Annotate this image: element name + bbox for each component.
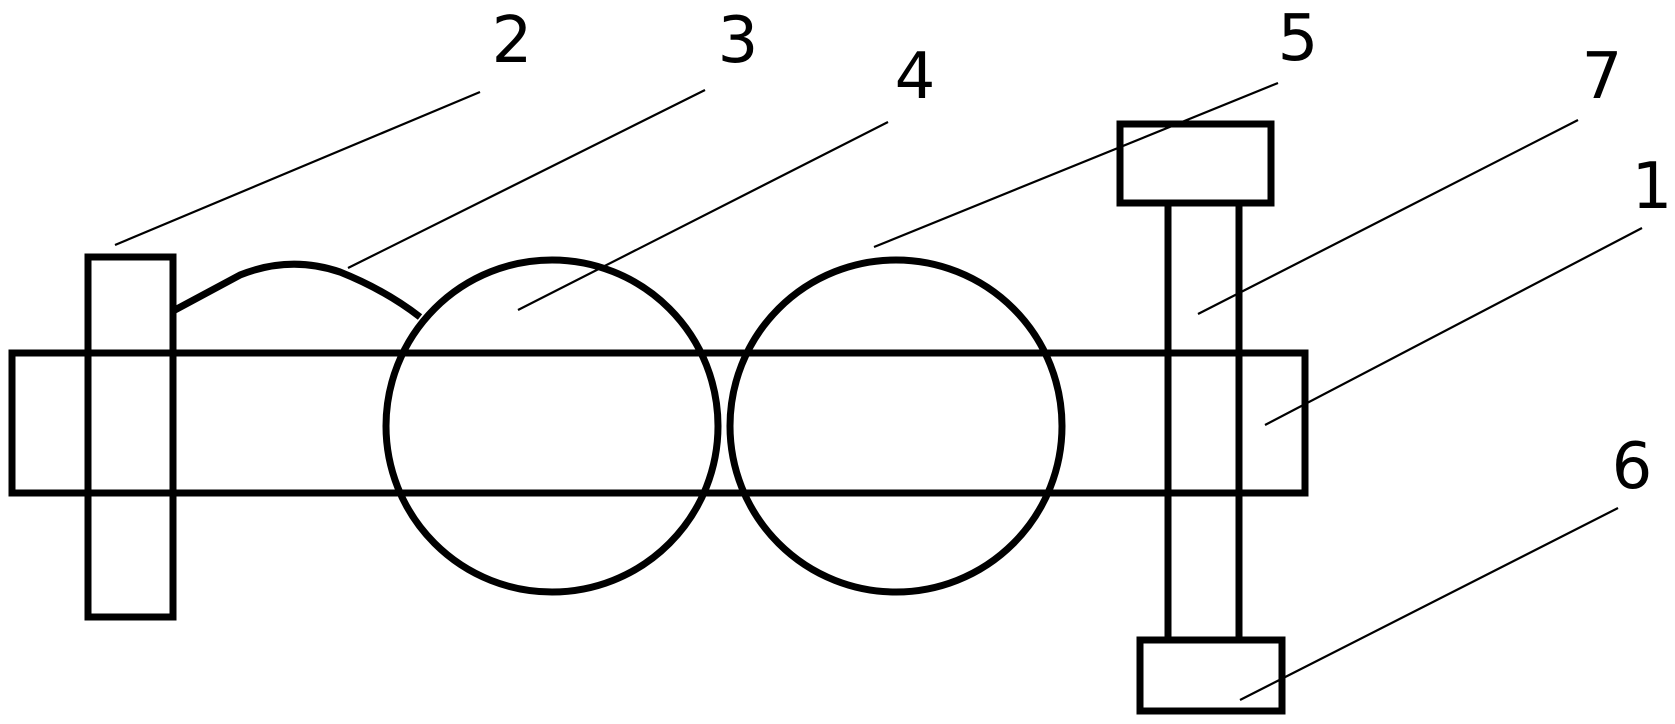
label-7: 7 — [1582, 40, 1623, 114]
left-wheel — [382, 256, 722, 596]
leader-line-7 — [1197, 119, 1579, 315]
main-bar — [8, 349, 1309, 497]
label-6: 6 — [1612, 430, 1653, 504]
leader-line-5 — [873, 81, 1279, 249]
label-1: 1 — [1632, 150, 1673, 224]
leader-line-6 — [1239, 507, 1619, 701]
leader-line-1 — [1264, 227, 1643, 426]
leader-line-4 — [517, 121, 889, 311]
label-2: 2 — [492, 4, 533, 78]
bottom-block — [1136, 636, 1286, 715]
connecting-arc — [171, 260, 423, 320]
leader-line-3 — [347, 89, 706, 269]
vertical-column — [1164, 199, 1243, 644]
label-4: 4 — [895, 40, 936, 114]
left-plate — [84, 253, 177, 621]
label-5: 5 — [1278, 2, 1319, 76]
label-3: 3 — [718, 4, 759, 78]
right-wheel — [726, 256, 1066, 596]
top-block — [1116, 120, 1275, 207]
leader-line-2 — [114, 90, 481, 247]
